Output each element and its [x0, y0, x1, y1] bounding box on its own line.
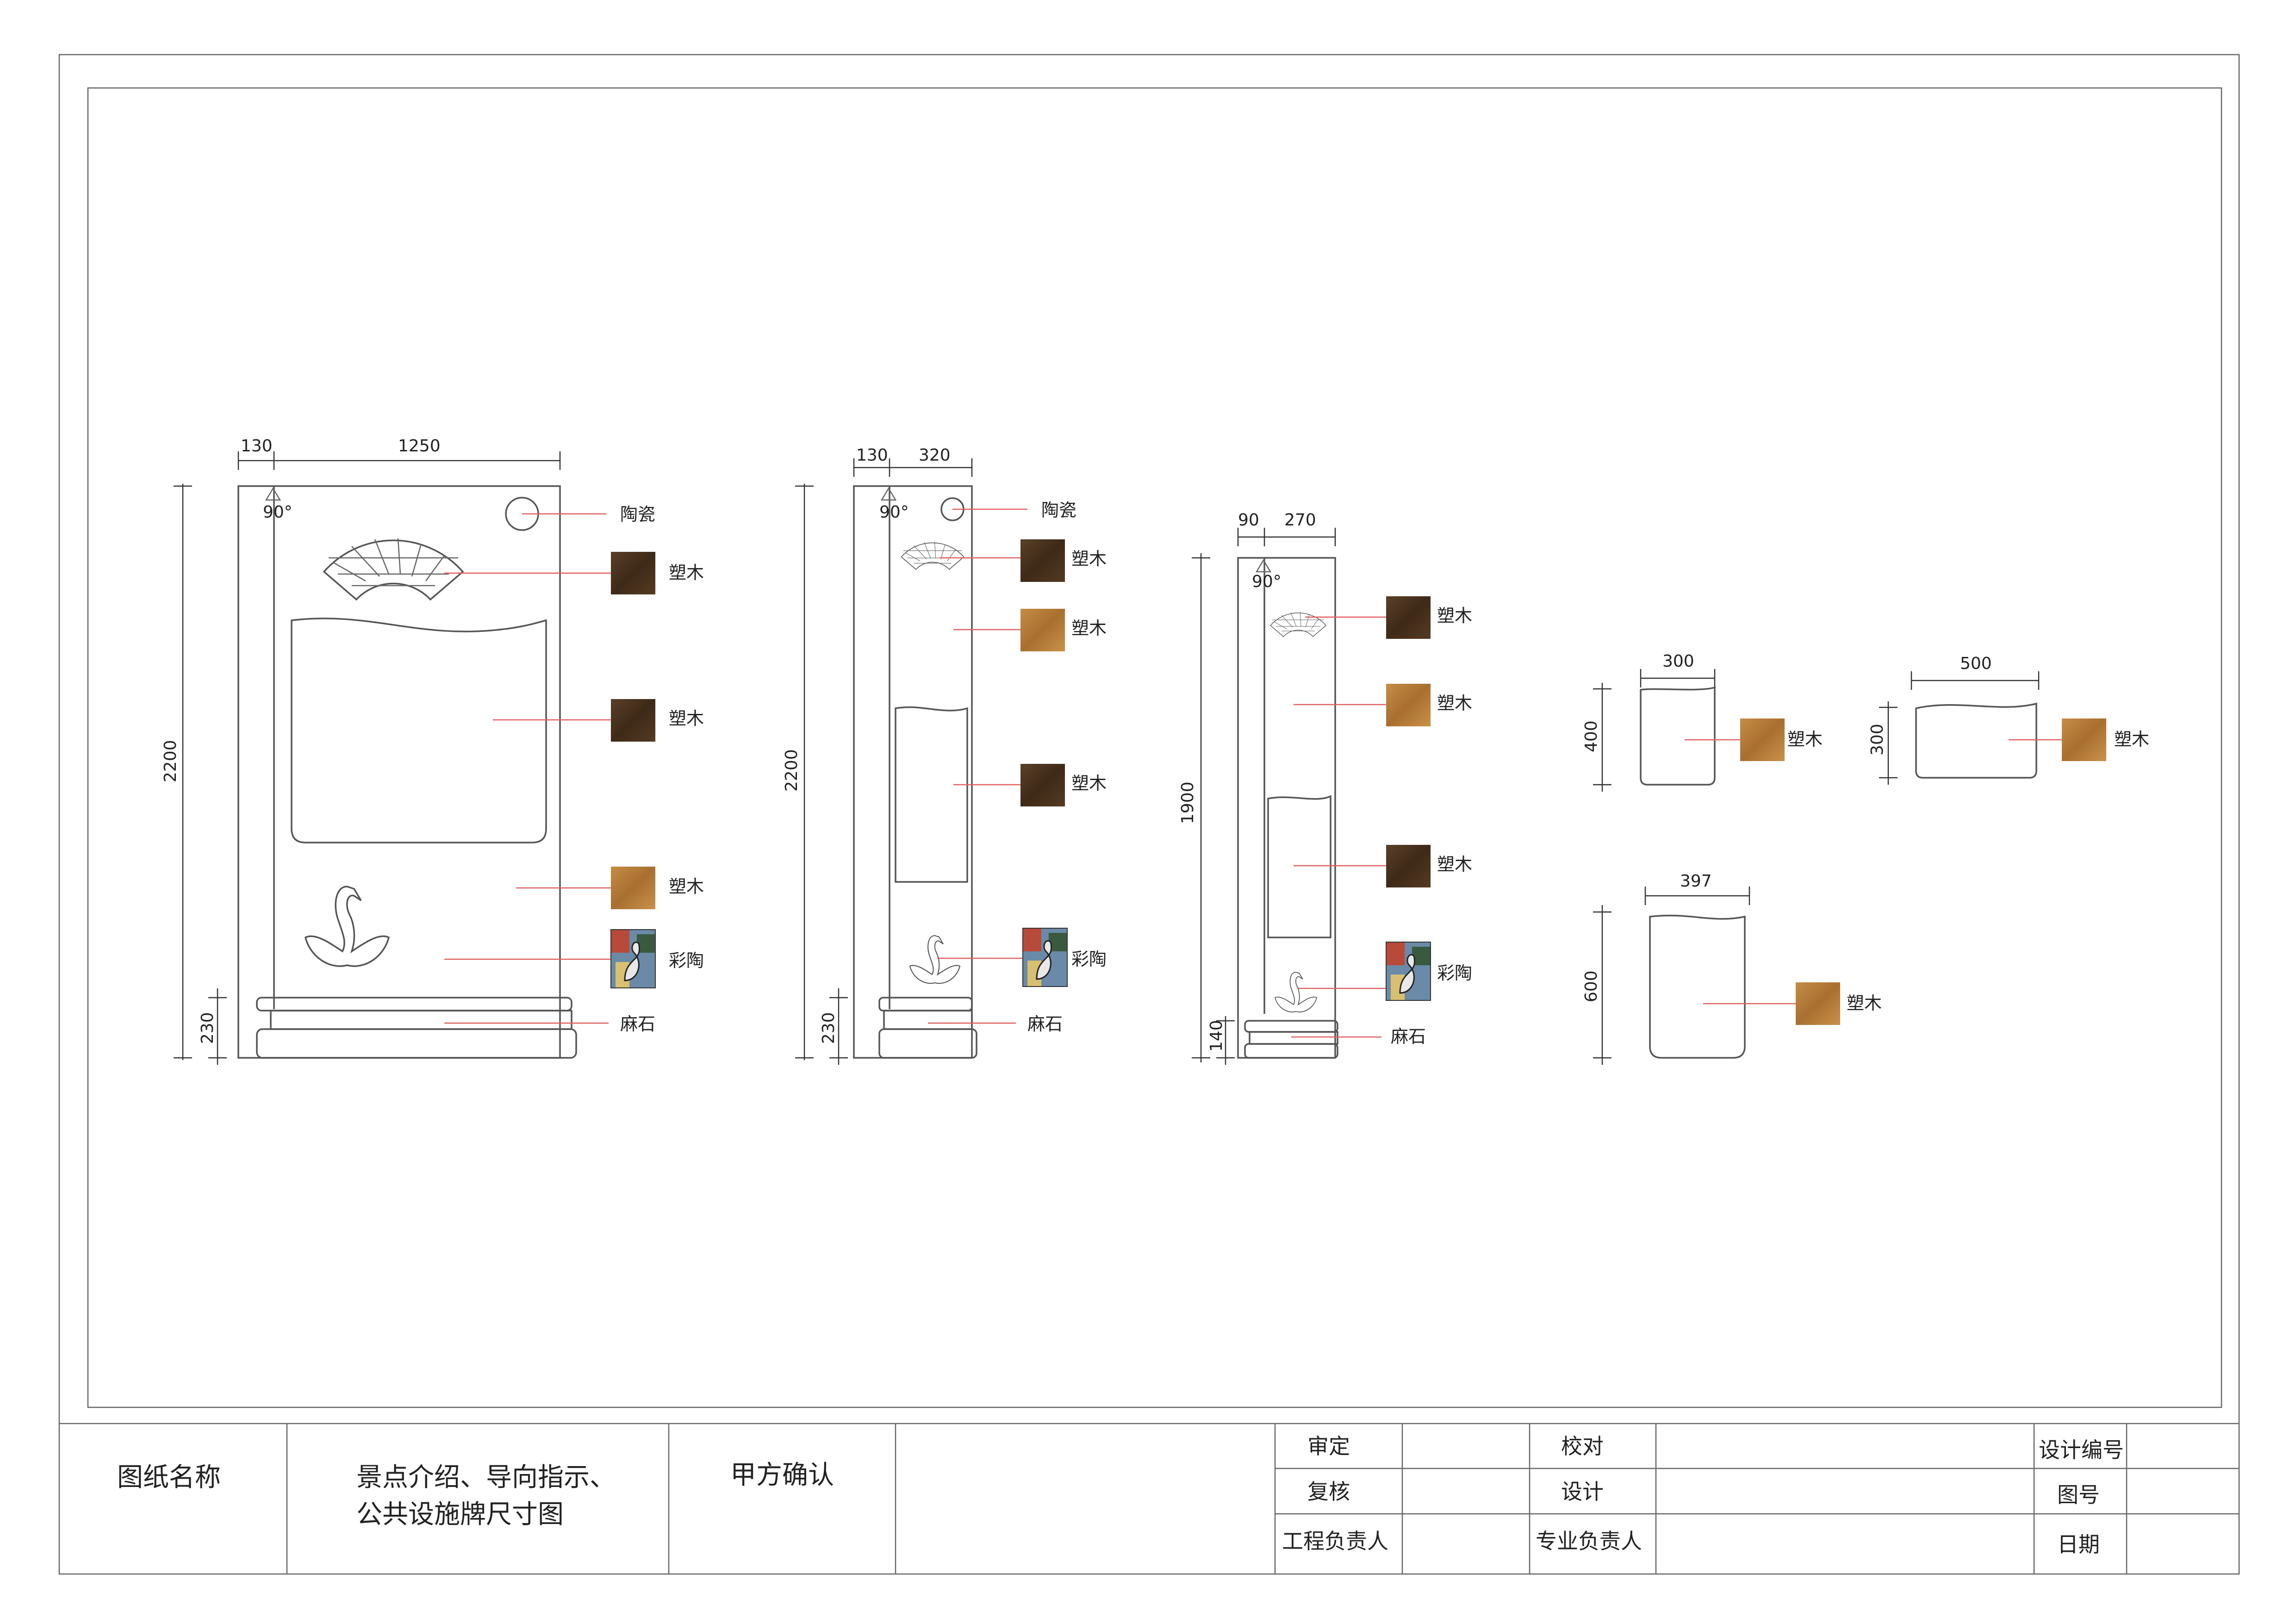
- title-block-approve: 审定: [1307, 1434, 1350, 1459]
- sign-3-angle: 90°: [1252, 572, 1282, 591]
- panel-c-outline: [1649, 914, 1746, 1059]
- sign-2-swatch-light-wood: [1020, 609, 1065, 651]
- sign-2-label-wood-1: 塑木: [1071, 549, 1107, 569]
- sign-2-board: [853, 485, 973, 1059]
- sign-3-label-color-ceramic: 彩陶: [1437, 963, 1472, 983]
- sign-2-swatch-dark-wood-1: [1020, 539, 1065, 582]
- sign-2-swan-ornament: [909, 935, 961, 984]
- title-block: 图纸名称 景点介绍、导向指示、 公共设施牌尺寸图 甲方确认 审定 校对 复核 设…: [59, 1423, 2239, 1574]
- sign-1-label-wood-1: 塑木: [669, 562, 704, 583]
- sign-1-dim-a: 130: [241, 437, 273, 456]
- sign-1-fan-ornament: [323, 537, 464, 600]
- sign-2-dim-a: 130: [856, 446, 888, 465]
- sign-3-swatch-color-ceramic: [1385, 941, 1431, 1001]
- sign-1-swatch-color-ceramic: [610, 929, 656, 989]
- title-block-project-lead: 工程负责人: [1282, 1529, 1388, 1554]
- title-block-name-line1: 景点介绍、导向指示、: [356, 1462, 616, 1493]
- inner-border: [87, 87, 2222, 1408]
- panel-a-outline: [1640, 686, 1716, 786]
- sign-1-swatch-dark-wood-1: [611, 552, 655, 594]
- panel-a-dim-height: 400: [1582, 720, 1601, 752]
- sign-3-dim-b: 270: [1284, 511, 1316, 530]
- sign-2-elevation: 90° 130 320 2200 230 陶瓷 塑木 塑木 塑木: [782, 446, 1107, 1065]
- sign-1-angle-arrow: [265, 487, 281, 501]
- sign-1-swan-ornament: [305, 886, 390, 967]
- panel-b-swatch: [2062, 718, 2106, 761]
- sign-2-label-wood-2: 塑木: [1071, 618, 1107, 638]
- sign-1-angle: 90°: [263, 503, 292, 522]
- sign-3-label-wood-1: 塑木: [1437, 606, 1472, 626]
- title-block-drawing-no: 图号: [2057, 1482, 2100, 1507]
- sign-1-label-granite: 麻石: [620, 1014, 655, 1034]
- title-block-name-line2: 公共设施牌尺寸图: [356, 1499, 564, 1530]
- sign-1-dim-base: 230: [198, 1012, 217, 1044]
- sign-3-swatch-dark-wood-1: [1386, 596, 1431, 639]
- sign-3-dim-height: 1900: [1178, 781, 1197, 824]
- sign-2-angle: 90°: [879, 503, 909, 522]
- sign-3-swatch-light-wood: [1386, 684, 1431, 726]
- sign-1-dim-height: 2200: [161, 740, 180, 782]
- sign-3-dim-base: 140: [1207, 1020, 1226, 1052]
- panel-b-dim-height: 300: [1868, 724, 1887, 756]
- sign-1-label-color-ceramic: 彩陶: [669, 950, 704, 971]
- panel-b-label: 塑木: [2114, 729, 2149, 750]
- panel-c-label: 塑木: [1847, 993, 1882, 1013]
- panel-c-swatch: [1796, 982, 1840, 1025]
- title-block-proofread: 校对: [1561, 1434, 1604, 1459]
- sign-2-label-color-ceramic: 彩陶: [1071, 949, 1107, 969]
- sign-3-fan-ornament: [1270, 612, 1326, 637]
- sign-1-main-panel: [291, 618, 547, 843]
- sign-1-swatch-light-wood: [611, 867, 655, 909]
- sign-2-label-ceramic: 陶瓷: [1041, 500, 1076, 520]
- sign-1-dim-b: 1250: [398, 437, 441, 456]
- panel-a-swatch: [1740, 718, 1785, 761]
- outer-border: [58, 54, 2240, 1575]
- title-block-discipline-lead: 专业负责人: [1536, 1529, 1642, 1554]
- panel-a: 300 400 塑木: [1582, 652, 1823, 792]
- panel-c-dim-height: 600: [1582, 970, 1601, 1002]
- sign-3-label-granite: 麻石: [1391, 1026, 1426, 1047]
- title-block-client-confirm: 甲方确认: [730, 1460, 834, 1490]
- sign-1-label-ceramic: 陶瓷: [620, 504, 655, 525]
- panel-b: 500 300 塑木: [1868, 654, 2149, 785]
- sign-2-swatch-color-ceramic: [1022, 927, 1068, 987]
- sign-2-dim-base: 230: [819, 1012, 838, 1044]
- sign-1-base-top: [256, 997, 572, 1012]
- sign-2-fan-ornament: [901, 541, 964, 570]
- sign-3-board: [1237, 557, 1336, 1059]
- panel-b-outline: [1915, 702, 2037, 779]
- sign-2-main-panel: [895, 706, 968, 883]
- sign-3-label-wood-3: 塑木: [1437, 854, 1472, 874]
- sign-2-dim-height: 2200: [782, 749, 801, 792]
- sign-3-main-panel: [1267, 795, 1332, 938]
- sign-3-elevation: 90° 90 270 1900 140 塑木 塑木 塑木 彩陶: [1178, 511, 1472, 1065]
- panel-b-dim-width: 500: [1960, 654, 1992, 673]
- sign-1-board: [237, 485, 561, 1059]
- sign-1-label-wood-3: 塑木: [669, 876, 704, 897]
- sign-2-label-granite: 麻石: [1027, 1014, 1063, 1034]
- sign-1-base-bottom: [256, 1028, 577, 1059]
- title-block-design: 设计: [1561, 1479, 1604, 1504]
- panel-c: 397 600 塑木: [1582, 872, 1882, 1065]
- sign-3-label-wood-2: 塑木: [1437, 693, 1472, 713]
- title-block-design-no: 设计编号: [2039, 1437, 2124, 1462]
- sign-1-swatch-dark-wood-2: [611, 699, 655, 742]
- sign-3-dim-a: 90: [1238, 511, 1259, 530]
- panel-a-dim-width: 300: [1662, 652, 1694, 671]
- sign-3-swan-ornament: [1275, 972, 1317, 1012]
- sign-2-dim-b: 320: [919, 446, 951, 465]
- panel-a-label: 塑木: [1787, 729, 1823, 750]
- sign-3-swatch-dark-wood-2: [1386, 845, 1431, 887]
- title-block-name-label: 图纸名称: [117, 1462, 221, 1493]
- panel-c-dim-width: 397: [1680, 872, 1712, 891]
- sign-1-base-mid: [270, 1010, 572, 1030]
- sign-1-elevation: 90° 130 1250 2200 230 陶瓷 塑木: [161, 437, 704, 1065]
- sign-2-label-wood-3: 塑木: [1071, 773, 1107, 793]
- title-block-date: 日期: [2057, 1532, 2100, 1557]
- sign-2-swatch-dark-wood-2: [1020, 764, 1065, 806]
- sign-1-label-wood-2: 塑木: [669, 708, 704, 729]
- title-block-recheck: 复核: [1307, 1479, 1350, 1504]
